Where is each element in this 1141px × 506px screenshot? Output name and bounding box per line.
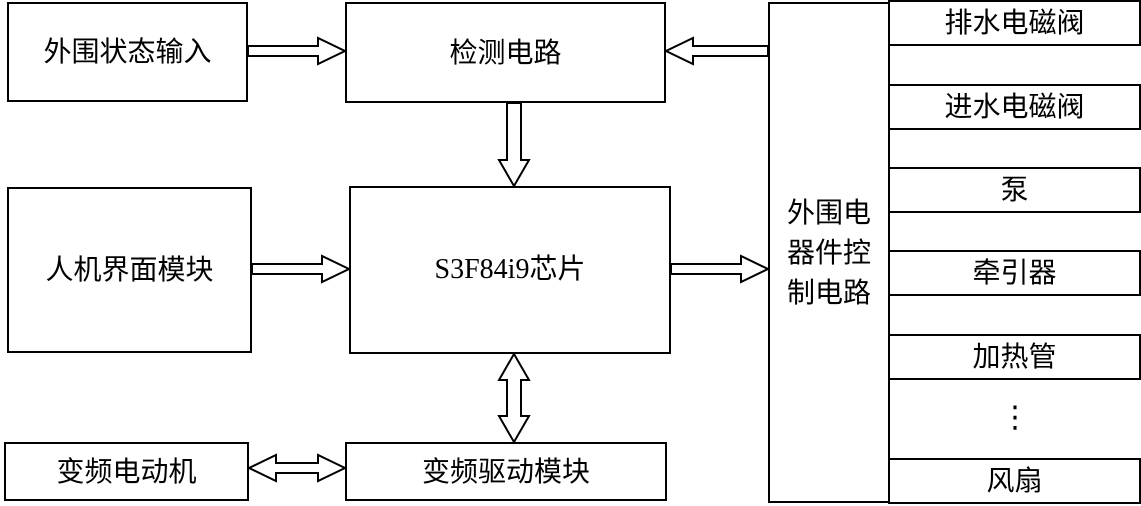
ellipsis-vertical: ⋮ xyxy=(1000,400,1030,435)
peripheral-control-label-line2: 器件控 xyxy=(786,235,871,269)
arrow-detection-to-chip xyxy=(497,102,531,189)
peripheral-input-block: 外围状态输入 xyxy=(7,2,248,102)
output-inlet-valve: 进水电磁阀 xyxy=(888,84,1141,130)
output-tractor: 牵引器 xyxy=(888,250,1141,296)
vf-motor-label: 变频电动机 xyxy=(56,454,197,488)
output-fan: 风扇 xyxy=(888,458,1141,504)
hmi-module-block: 人机界面模块 xyxy=(7,187,252,353)
detection-circuit-block: 检测电路 xyxy=(345,2,666,103)
output-label: 泵 xyxy=(1000,173,1029,207)
output-label: 加热管 xyxy=(972,340,1057,374)
arrow-motor-driver-bidirectional xyxy=(246,453,348,483)
arrow-chip-to-control xyxy=(670,254,771,284)
arrow-chip-driver-bidirectional xyxy=(497,351,531,445)
output-label: 风扇 xyxy=(986,464,1043,498)
output-label: 牵引器 xyxy=(972,256,1057,290)
hmi-module-label: 人机界面模块 xyxy=(45,253,214,287)
output-heater: 加热管 xyxy=(888,334,1141,380)
chip-label: S3F84i9芯片 xyxy=(434,254,586,286)
chip-block: S3F84i9芯片 xyxy=(349,186,671,354)
arrow-hmi-to-chip xyxy=(251,254,352,284)
output-pump: 泵 xyxy=(888,167,1141,213)
peripheral-input-label: 外围状态输入 xyxy=(43,35,212,69)
vf-driver-block: 变频驱动模块 xyxy=(345,442,667,501)
output-drain-valve: 排水电磁阀 xyxy=(888,0,1141,46)
peripheral-control-block: 外围电 器件控 制电路 xyxy=(768,2,890,503)
detection-circuit-label: 检测电路 xyxy=(449,35,562,69)
peripheral-control-label-line3: 制电路 xyxy=(786,275,871,309)
vf-driver-label: 变频驱动模块 xyxy=(421,454,590,488)
vf-motor-block: 变频电动机 xyxy=(4,442,249,501)
peripheral-control-label-line1: 外围电 xyxy=(786,195,871,229)
arrow-input-to-detection xyxy=(247,36,348,66)
output-label: 排水电磁阀 xyxy=(944,6,1085,40)
arrow-control-to-detection xyxy=(663,36,769,66)
output-label: 进水电磁阀 xyxy=(944,90,1085,124)
